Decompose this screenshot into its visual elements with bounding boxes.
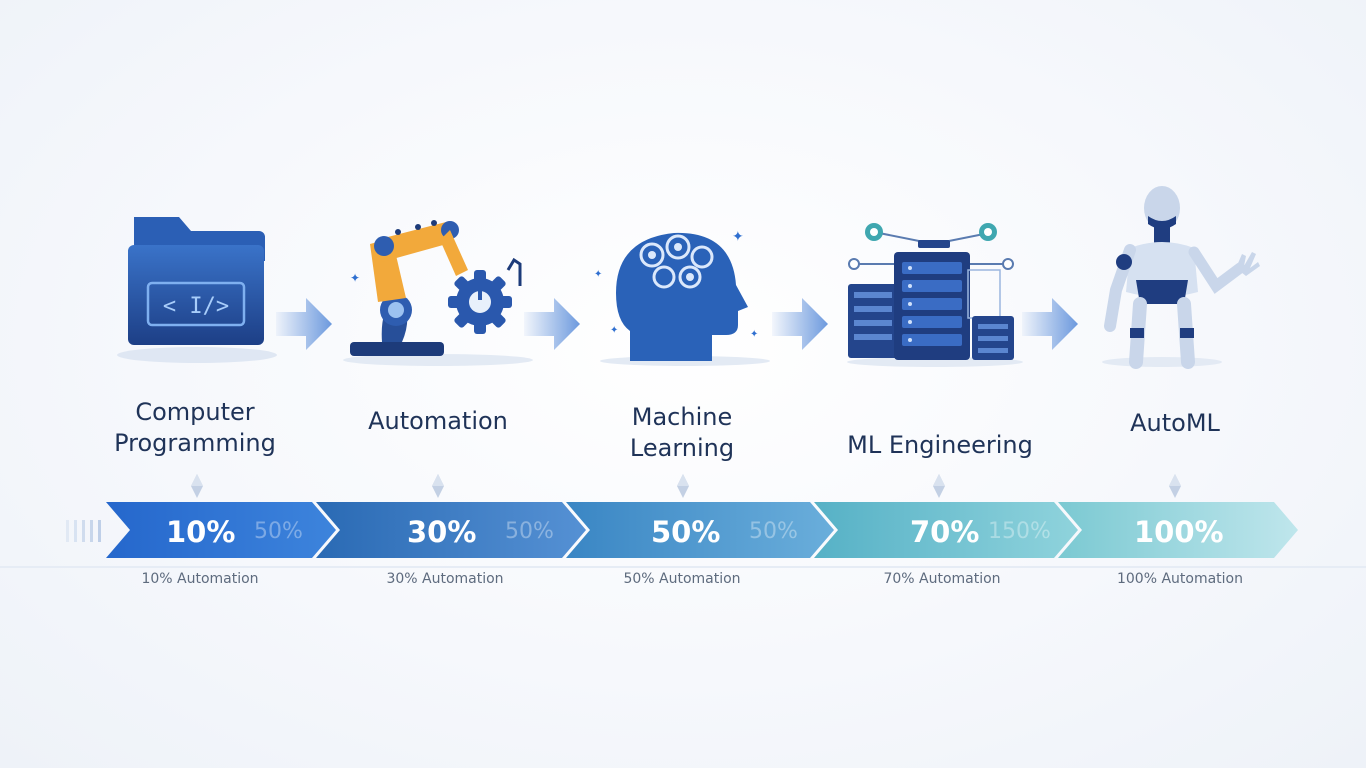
flow-arrow-2 [524, 298, 580, 350]
pointer-diamond [677, 474, 689, 498]
svg-text:✦: ✦ [350, 271, 360, 285]
svg-text:< I/>: < I/> [163, 294, 229, 319]
flow-arrow-1 [276, 298, 332, 350]
progress-segment-5 [1058, 502, 1298, 558]
progress-segment-4 [814, 502, 1078, 558]
stage-label-automation: Automation [338, 406, 538, 437]
stage-label-ml-engineering: ML Engineering [820, 430, 1060, 461]
stage-percent-ghost: 50% [254, 519, 303, 544]
humanoid-robot-icon [1102, 186, 1260, 369]
stage-label-line: ML Engineering [847, 431, 1033, 459]
stage-caption: 30% Automation [386, 571, 504, 587]
stage-percent-ghost: 150% [988, 519, 1051, 544]
stage-caption: 50% Automation [623, 571, 741, 587]
code-folder-icon: < I/> [117, 217, 277, 363]
flow-arrow-4 [1022, 298, 1078, 350]
robot-arm-gear-icon: ✦ [343, 220, 533, 366]
svg-text:✦: ✦ [594, 269, 602, 280]
stage-label-line: Automation [368, 407, 508, 435]
stage-label-machine-learning: Machine Learning [582, 402, 782, 464]
stage-label-line: Machine [631, 403, 733, 431]
stage-label-computer-programming: Computer Programming [95, 397, 295, 459]
stage-percent: 10% [166, 515, 236, 549]
progress-segment-2 [316, 502, 586, 558]
stage-label-line: AutoML [1130, 409, 1220, 437]
stage-percent-ghost: 50% [505, 519, 554, 544]
stage-label-line: Learning [629, 434, 735, 462]
stage-percent: 30% [407, 515, 477, 549]
stage-label-automl: AutoML [1075, 408, 1275, 439]
pointer-diamond [1169, 474, 1181, 498]
stage-caption: 70% Automation [883, 571, 1001, 587]
stage-label-line: Programming [114, 429, 276, 457]
stage-percent: 70% [910, 515, 980, 549]
pointer-diamond [191, 474, 203, 498]
svg-text:✦: ✦ [610, 325, 618, 336]
progress-chevron-bar [0, 502, 1366, 568]
progress-segment-3 [566, 502, 834, 558]
progress-segment-1 [106, 502, 336, 558]
stage-label-line: Computer [135, 398, 255, 426]
server-network-icon [847, 223, 1023, 367]
stage-percent: 50% [651, 515, 721, 549]
stage-caption: 100% Automation [1116, 571, 1243, 587]
stage-percent: 100% [1134, 515, 1224, 549]
flow-arrow-3 [772, 298, 828, 350]
brain-head-icon: ✦ ✦ ✦ ✦ [594, 229, 770, 366]
stage-percent-ghost: 50% [749, 519, 798, 544]
pointer-diamond [432, 474, 444, 498]
pointer-diamond [933, 474, 945, 498]
stage-caption: 10% Automation [141, 571, 259, 587]
svg-text:✦: ✦ [732, 229, 744, 245]
svg-text:✦: ✦ [750, 329, 758, 340]
